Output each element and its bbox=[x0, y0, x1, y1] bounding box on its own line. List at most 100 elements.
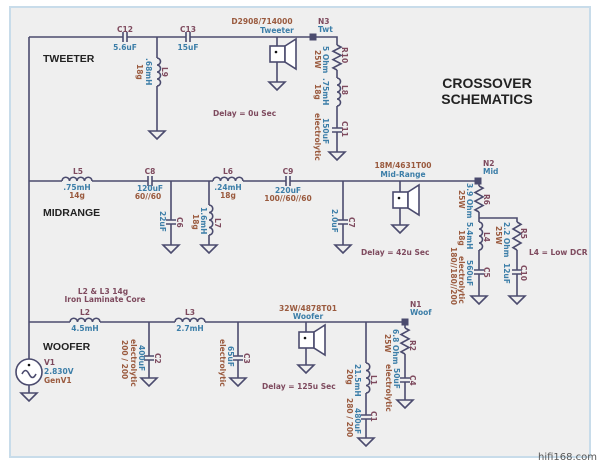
tweeter-delay: Delay = 0u Sec bbox=[213, 109, 276, 118]
c12-name: C12 bbox=[117, 25, 133, 34]
c2-value: 400uF bbox=[137, 345, 146, 371]
n3-label: Twt bbox=[318, 25, 333, 34]
l7-name: L7 bbox=[213, 218, 222, 228]
c9-name: C9 bbox=[283, 167, 294, 176]
title-line-2: SCHEMATICS bbox=[441, 91, 533, 107]
c4-type: electrolytic bbox=[384, 364, 393, 412]
l9-name: L9 bbox=[160, 67, 169, 77]
speaker-polarity-dot bbox=[397, 196, 401, 200]
mid-delay: Delay = 42u Sec bbox=[361, 248, 429, 257]
l2-name: L2 bbox=[80, 308, 90, 317]
speaker-cone bbox=[313, 323, 326, 357]
ground-icon bbox=[327, 151, 347, 162]
r5-name: R5 bbox=[519, 228, 528, 239]
c11-value: 150uF bbox=[321, 118, 330, 144]
inductor-symbol bbox=[365, 362, 371, 394]
speaker-cone bbox=[284, 37, 297, 71]
speaker-icon bbox=[392, 191, 409, 209]
voltage-source-icon bbox=[15, 358, 43, 386]
ground-icon bbox=[228, 377, 248, 388]
r10-value: 5 Ohm bbox=[321, 46, 330, 74]
ground-icon bbox=[395, 399, 415, 410]
resistor-symbol bbox=[399, 327, 411, 355]
c13-value: 15uF bbox=[178, 43, 199, 52]
source-polarity-dot bbox=[27, 363, 31, 367]
c5-type: electrolytic bbox=[457, 256, 466, 304]
ground-icon bbox=[333, 244, 353, 255]
l1-value: 21.5mH bbox=[353, 364, 362, 397]
woofer-label: Woofer bbox=[293, 312, 324, 321]
speaker-icon bbox=[269, 45, 286, 63]
c9-value: 220uF bbox=[275, 186, 301, 195]
woofer-delay: Delay = 125u Sec bbox=[262, 382, 336, 391]
c9-config: 100//60//60 bbox=[264, 194, 312, 203]
r5-power: 25W bbox=[494, 226, 503, 245]
r6-value: 3.9 Ohm bbox=[465, 183, 474, 219]
inductor-symbol bbox=[174, 317, 206, 323]
mid-label: Mid-Range bbox=[380, 170, 425, 179]
c5-name: C5 bbox=[482, 267, 491, 278]
wire bbox=[190, 36, 338, 45]
c8-config: 60//60 bbox=[135, 192, 161, 201]
c1-value: 480uF bbox=[353, 408, 362, 434]
r2-value: 6.8 Ohm bbox=[391, 329, 400, 365]
speaker-polarity-dot bbox=[274, 50, 278, 54]
l5-name: L5 bbox=[73, 167, 83, 176]
c11-type: electrolytic bbox=[313, 113, 322, 161]
n1-label: Woof bbox=[410, 308, 432, 317]
c6-value: 22uF bbox=[158, 211, 167, 232]
c10-value: 12uF bbox=[502, 263, 511, 284]
n2-label: Mid bbox=[483, 167, 498, 176]
v1-label: GenV1 bbox=[44, 376, 72, 385]
section-tweeter: TWEETER bbox=[43, 53, 95, 65]
title-line-1: CROSSOVER bbox=[442, 75, 531, 91]
l9-value: .68mH bbox=[144, 58, 153, 85]
l5-weight: 14g bbox=[69, 191, 85, 200]
c1-name: C1 bbox=[369, 411, 378, 422]
c11-name: C11 bbox=[340, 121, 349, 137]
woofer-note-1: L2 & L3 14g bbox=[78, 287, 128, 296]
woofer-note-2: Iron Laminate Core bbox=[65, 295, 146, 304]
inductor-symbol bbox=[336, 77, 342, 107]
tweeter-label: Tweeter bbox=[260, 26, 294, 35]
l3-name: L3 bbox=[185, 308, 195, 317]
inductor-symbol bbox=[156, 57, 162, 87]
l9-weight: 18g bbox=[135, 64, 144, 80]
c13-name: C13 bbox=[180, 25, 196, 34]
l7-value: 1.6mH bbox=[199, 207, 208, 234]
ground-icon bbox=[267, 81, 287, 92]
ground-icon bbox=[507, 295, 527, 306]
l6-name: L6 bbox=[223, 167, 233, 176]
l7-weight: 18g bbox=[191, 214, 200, 230]
inductor-symbol bbox=[69, 317, 101, 323]
c2-config: 200 / 200 bbox=[120, 340, 129, 379]
c6-name: C6 bbox=[175, 217, 184, 228]
ground-icon bbox=[199, 244, 219, 255]
c1-config: 280 / 200 bbox=[345, 398, 354, 437]
c7-name: C7 bbox=[347, 217, 356, 228]
r10-power: 25W bbox=[313, 50, 322, 69]
l6-value: .24mH bbox=[214, 183, 241, 192]
v1-value: 2.830V bbox=[44, 367, 74, 376]
ground-icon bbox=[356, 437, 376, 448]
speaker-cone bbox=[407, 183, 420, 217]
n3-name: N3 bbox=[318, 17, 330, 26]
sine-wave-icon bbox=[21, 369, 37, 379]
l4-name: L4 bbox=[482, 232, 491, 242]
ground-icon bbox=[19, 392, 39, 403]
n1-name: N1 bbox=[410, 300, 422, 309]
speaker-icon bbox=[298, 331, 315, 349]
c3-name: C3 bbox=[242, 353, 251, 364]
inductor-symbol bbox=[212, 176, 244, 182]
inductor-symbol bbox=[61, 176, 93, 182]
l1-name: L1 bbox=[369, 375, 378, 385]
inductor-symbol bbox=[478, 221, 484, 251]
schematic-panel bbox=[9, 6, 591, 458]
c2-type: electrolytic bbox=[129, 339, 138, 387]
c5-value: 560uF bbox=[465, 260, 474, 286]
r5-value: 2.2 Ohm bbox=[502, 222, 511, 258]
c8-name: C8 bbox=[145, 167, 156, 176]
r6-power: 25W bbox=[457, 190, 466, 209]
mid-model: 18M/4631T00 bbox=[374, 161, 431, 170]
